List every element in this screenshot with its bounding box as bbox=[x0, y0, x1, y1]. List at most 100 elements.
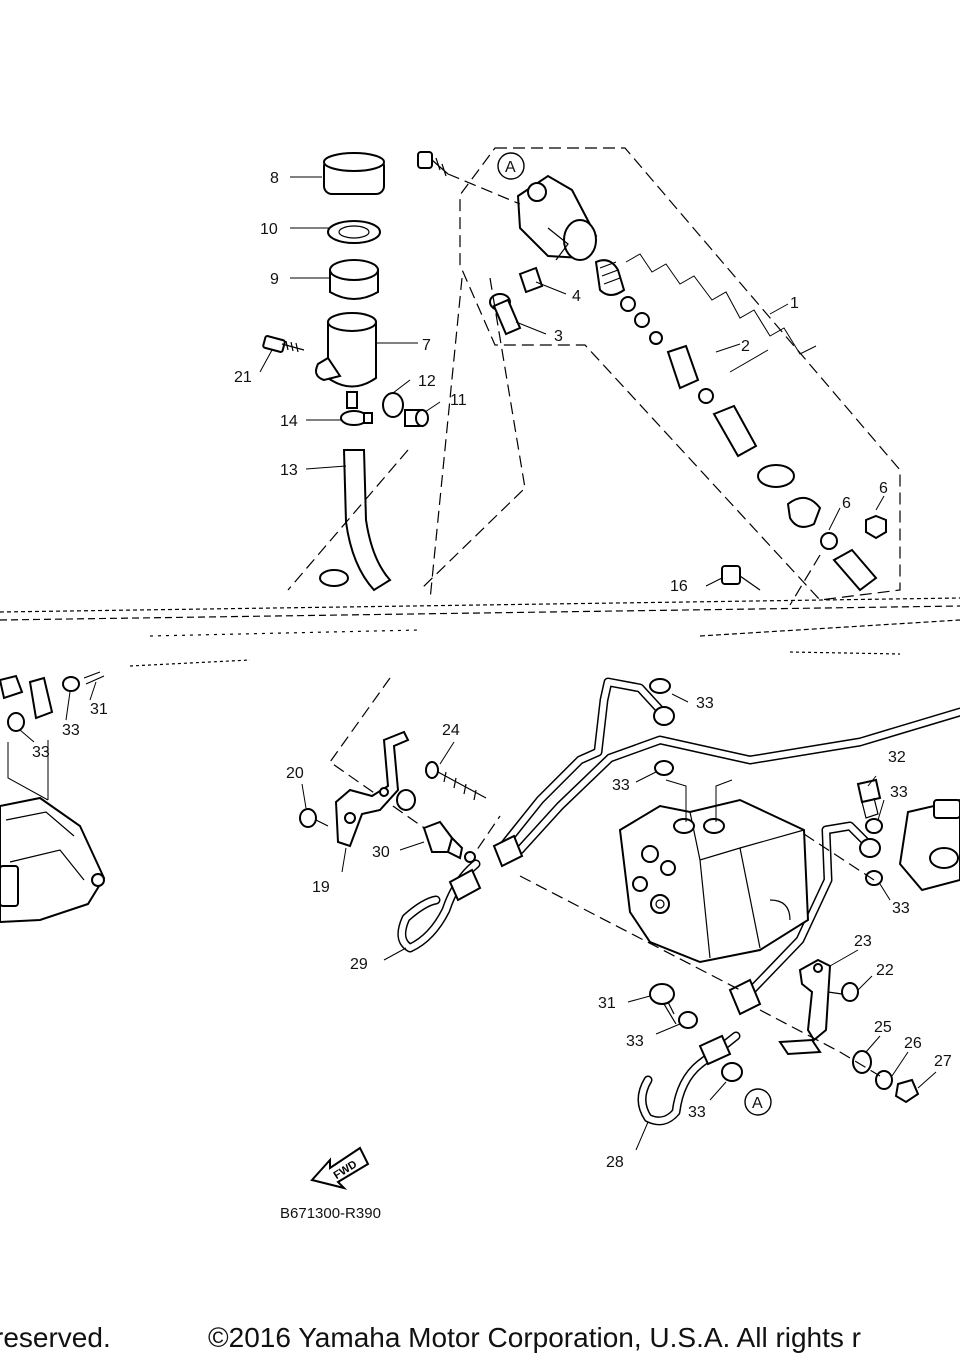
link-line-top-left bbox=[419, 277, 526, 591]
reservoir-bolt bbox=[262, 335, 305, 353]
brake-pipe-1 bbox=[495, 677, 667, 855]
union-bolt-left bbox=[0, 671, 105, 720]
callout-a-bottom: A bbox=[744, 1088, 772, 1116]
svg-text:A: A bbox=[505, 159, 516, 176]
part-label-20: 20 bbox=[286, 765, 304, 782]
part-label-4: 4 bbox=[572, 288, 581, 305]
part-label-33e: 33 bbox=[890, 784, 908, 801]
assembly-line-1 bbox=[519, 875, 741, 991]
diaphragm bbox=[329, 259, 379, 300]
part-label-23: 23 bbox=[854, 933, 872, 950]
fwd-arrow-icon: FWD bbox=[310, 1146, 370, 1190]
grommet bbox=[382, 392, 404, 418]
nut-27 bbox=[894, 1078, 920, 1104]
link-line-top-right bbox=[789, 554, 821, 606]
part-label-33g: 33 bbox=[626, 1033, 644, 1050]
callout-a-top: A bbox=[497, 152, 525, 180]
reservoir-tank bbox=[315, 312, 377, 409]
assembly-line-3 bbox=[803, 833, 875, 881]
part-label-30: 30 bbox=[372, 844, 390, 861]
pipe-fitting-right bbox=[859, 838, 881, 858]
part-label-6b: 6 bbox=[879, 480, 888, 497]
abs-pipe-link-2 bbox=[715, 779, 733, 822]
part-label-27: 27 bbox=[934, 1053, 952, 1070]
grommet-25 bbox=[852, 1050, 872, 1074]
part-label-16: 16 bbox=[670, 578, 688, 595]
part-label-32: 32 bbox=[888, 749, 906, 766]
part-label-14: 14 bbox=[280, 413, 298, 430]
part-label-6a: 6 bbox=[842, 495, 851, 512]
hose-clip bbox=[340, 410, 373, 426]
pipe-clamp-left bbox=[464, 834, 524, 868]
hose-nipple bbox=[489, 293, 522, 336]
part-label-11: 11 bbox=[450, 392, 467, 409]
link-line-caliper bbox=[7, 742, 49, 801]
footer-left-fragment: reserved. bbox=[0, 1322, 111, 1353]
diagram-code: B671300-R390 bbox=[280, 1205, 381, 1222]
part-label-28: 28 bbox=[606, 1154, 624, 1171]
diaphragm-plate bbox=[327, 220, 381, 244]
part-label-33h: 33 bbox=[688, 1104, 706, 1121]
leader-lines-bottom bbox=[19, 681, 937, 1151]
reservoir-hose bbox=[342, 449, 392, 592]
link-line-top-mid bbox=[429, 277, 463, 601]
part-label-31a: 31 bbox=[90, 701, 108, 718]
part-label-33f: 33 bbox=[892, 900, 910, 917]
scan-fold-band bbox=[0, 597, 960, 667]
part-label-8: 8 bbox=[270, 170, 279, 187]
part-label-7: 7 bbox=[422, 337, 431, 354]
pipe-group-outline bbox=[329, 677, 501, 861]
part-label-1: 1 bbox=[790, 295, 799, 312]
brake-pipe-3 bbox=[745, 821, 875, 997]
bracket-19 bbox=[334, 730, 410, 848]
front-master-cylinder bbox=[898, 798, 960, 892]
bracket-bushing bbox=[396, 789, 416, 811]
brake-pipe-2 bbox=[515, 707, 960, 855]
bolt-22 bbox=[827, 982, 859, 1002]
part-label-2: 2 bbox=[741, 338, 750, 355]
part-label-33c: 33 bbox=[696, 695, 714, 712]
pipe-fitting-top bbox=[653, 706, 675, 726]
footer-copyright: ©2016 Yamaha Motor Corporation, U.S.A. A… bbox=[208, 1322, 862, 1353]
svg-text:A: A bbox=[752, 1095, 763, 1112]
part-label-21: 21 bbox=[234, 369, 252, 386]
hose-joint bbox=[518, 266, 544, 294]
part-label-33a: 33 bbox=[62, 722, 80, 739]
bracket-23 bbox=[778, 958, 832, 1056]
part-label-25: 25 bbox=[874, 1019, 892, 1036]
part-label-19: 19 bbox=[312, 879, 330, 896]
part-label-3: 3 bbox=[554, 328, 563, 345]
collar-26 bbox=[875, 1070, 893, 1090]
part-label-29: 29 bbox=[350, 956, 368, 973]
part-label-22: 22 bbox=[876, 962, 894, 979]
part-labels: 1 2 3 4 6 6 7 8 9 10 11 12 13 14 16 21 1… bbox=[32, 170, 952, 1171]
master-cylinder-bolt bbox=[417, 151, 521, 205]
part-label-24: 24 bbox=[442, 722, 460, 739]
part-label-12: 12 bbox=[418, 373, 436, 390]
union-bolt-32 bbox=[856, 778, 882, 819]
reservoir-cap bbox=[323, 152, 385, 195]
rear-caliper bbox=[0, 796, 106, 924]
brake-hose-29 bbox=[397, 859, 482, 953]
part-label-13: 13 bbox=[280, 462, 298, 479]
bolt-20 bbox=[299, 808, 329, 828]
hose-clip-lower bbox=[319, 569, 349, 587]
master-cylinder-body bbox=[516, 174, 598, 261]
link-line-hose bbox=[287, 449, 409, 591]
copyright-footer: reserved. ©2016 Yamaha Motor Corporation… bbox=[0, 1322, 960, 1362]
part-label-31b: 31 bbox=[598, 995, 616, 1012]
part-label-33b: 33 bbox=[32, 744, 50, 761]
washer bbox=[820, 532, 838, 550]
hose-fitting bbox=[404, 409, 429, 427]
bolt-24 bbox=[425, 761, 487, 801]
assembly-line-2 bbox=[759, 1009, 881, 1077]
part-label-33d: 33 bbox=[612, 777, 630, 794]
sensor-30 bbox=[422, 820, 464, 860]
brake-hose-28 bbox=[637, 1031, 741, 1126]
part-label-26: 26 bbox=[904, 1035, 922, 1052]
piston-kit bbox=[594, 259, 822, 528]
pivot-bolt bbox=[721, 565, 761, 591]
part-label-10: 10 bbox=[260, 221, 278, 238]
master-cylinder-kit-outline bbox=[459, 147, 901, 601]
